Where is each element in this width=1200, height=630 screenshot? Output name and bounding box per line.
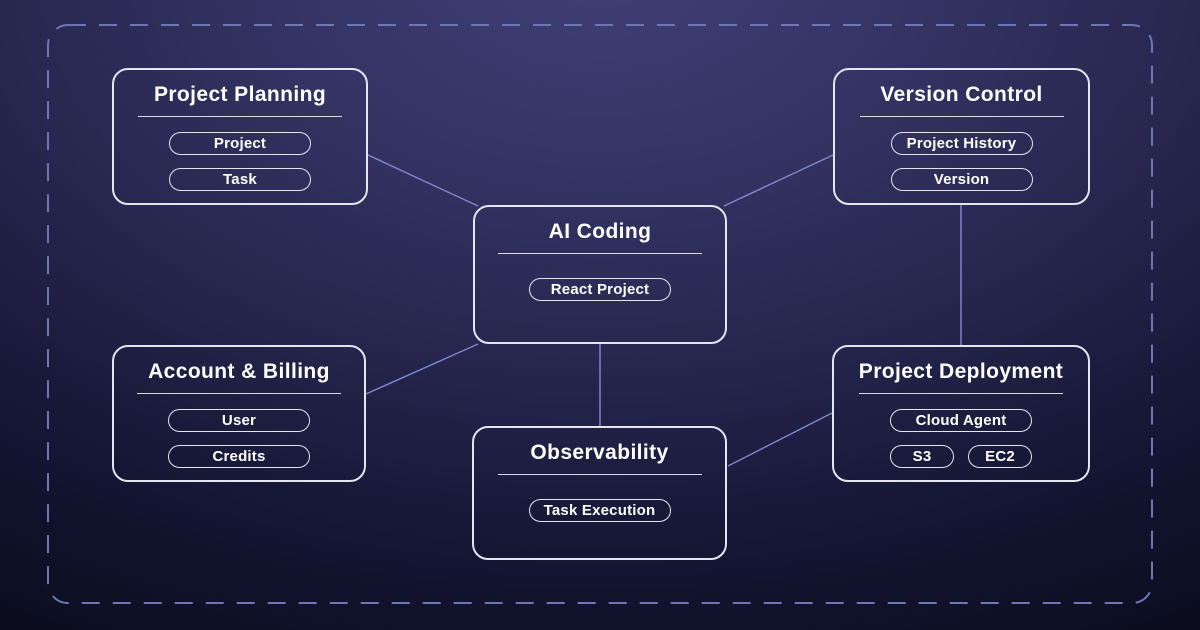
connector-account-billing-to-ai-coding [365, 343, 479, 395]
node-title: Project Deployment [858, 360, 1064, 383]
pill-row: Project History [890, 132, 1033, 155]
entity-pill-credits: Credits [168, 445, 310, 468]
entity-pill-ec2: EC2 [968, 445, 1032, 468]
title-divider [137, 393, 341, 394]
entity-pill-project-history: Project History [890, 132, 1033, 155]
pill-row: User [168, 409, 310, 432]
pill-row: Credits [168, 445, 310, 468]
connector-project-planning-to-ai-coding [367, 154, 479, 207]
entity-pill-version: Version [890, 168, 1033, 191]
pill-row: Cloud Agent [890, 409, 1032, 432]
dashed-frame-border [47, 24, 1153, 604]
entity-pill-cloud-agent: Cloud Agent [890, 409, 1032, 432]
node-title: Version Control [880, 83, 1043, 106]
pill-row: Project [169, 132, 311, 155]
title-divider [138, 116, 342, 117]
pill-row: Task [169, 168, 311, 191]
pill-row: React Project [529, 278, 671, 301]
title-divider [498, 253, 702, 254]
entity-pill-task-execution: Task Execution [528, 499, 671, 522]
connector-version-control-to-ai-coding [723, 154, 834, 207]
node-title: Project Planning [153, 83, 327, 106]
entity-pill-user: User [168, 409, 310, 432]
pill-row: Version [890, 168, 1033, 191]
title-divider [497, 474, 702, 475]
node-title: Observability [530, 441, 669, 464]
pill-row: S3 EC2 [890, 445, 1032, 468]
entity-pill-react-project: React Project [529, 278, 671, 301]
node-title: Account & Billing [148, 360, 330, 383]
pill-list: React Project [529, 278, 671, 301]
node-title: AI Coding [548, 220, 652, 243]
entity-pill-s3: S3 [890, 445, 954, 468]
connector-observability-to-project-deployment [727, 412, 833, 467]
entity-pill-project: Project [169, 132, 311, 155]
pill-row: Task Execution [528, 499, 671, 522]
title-divider [859, 393, 1063, 394]
entity-pill-task: Task [169, 168, 311, 191]
title-divider [859, 116, 1064, 117]
pill-list: Task Execution [528, 499, 671, 522]
